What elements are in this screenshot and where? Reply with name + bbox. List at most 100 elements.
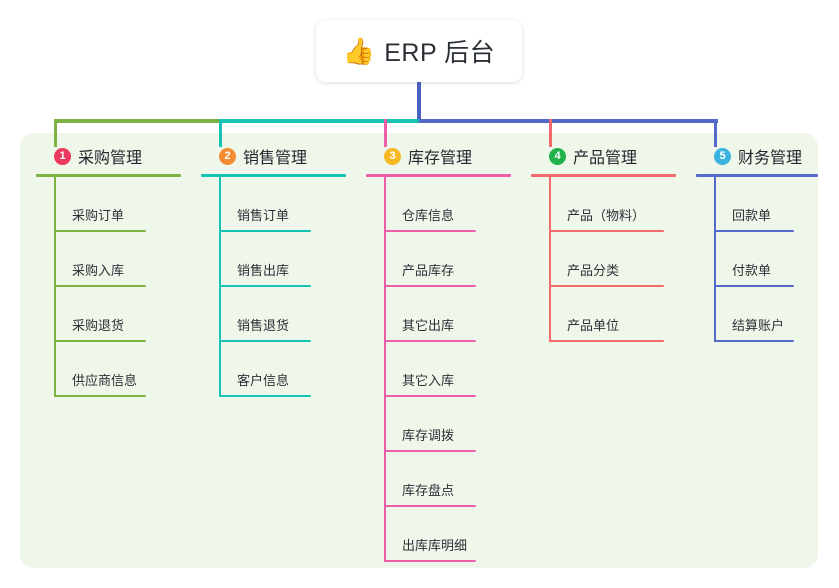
branch-item-label: 产品（物料） [567, 208, 646, 223]
branch-item[interactable]: 采购订单 [36, 177, 181, 232]
branch-item-rule [384, 340, 476, 342]
root-node-title: ERP 后台 [384, 39, 496, 67]
branch-header-rule [366, 174, 511, 177]
branch-item-label: 销售退货 [237, 318, 290, 333]
branch-title: 财务管理 [738, 150, 803, 167]
branch-header-rule [531, 174, 676, 177]
connector-spine-mid [219, 119, 419, 123]
branch-title: 库存管理 [408, 150, 473, 167]
thumbs-up-icon: 👍 [342, 36, 376, 66]
branch-item-label: 其它入库 [402, 373, 455, 388]
branch-item-rule [54, 285, 146, 287]
branch-number-badge: 5 [714, 147, 731, 165]
branch-item[interactable]: 回款单 [696, 177, 818, 232]
branch-column-4: 4 产品管理产品（物料） 产品分类产品单位 [531, 144, 676, 342]
branch-column-5: 5 财务管理回款单付款单结算账户 [696, 144, 818, 342]
branch-item[interactable]: 产品（物料） [531, 177, 676, 232]
branch-items: 仓库信息产品库存其它出库其它入库库存调拨库存盘点出库库明细 [366, 177, 511, 562]
branch-item-label: 库存盘点 [402, 483, 455, 498]
connector-drop-5 [714, 119, 717, 147]
branch-item-rule [549, 340, 664, 342]
connector-root-stem [417, 82, 421, 123]
branch-item-label: 采购入库 [72, 263, 125, 278]
branch-item-label: 产品分类 [567, 263, 620, 278]
branch-item-rule [54, 340, 146, 342]
branch-item-rule [714, 285, 794, 287]
branch-header-rule [36, 174, 181, 177]
branch-item-rule [219, 395, 311, 397]
branch-item-label: 回款单 [732, 208, 772, 223]
branch-item-rule [714, 230, 794, 232]
branch-header-1[interactable]: 1 采购管理 [36, 144, 181, 168]
branch-header-rule [201, 174, 346, 177]
branch-item[interactable]: 销售出库 [201, 232, 346, 287]
root-node[interactable]: 👍 ERP 后台 [316, 20, 522, 82]
branch-item-label: 采购订单 [72, 208, 125, 223]
branch-items: 回款单付款单结算账户 [696, 177, 818, 342]
branch-items: 销售订单销售出库销售退货客户信息 [201, 177, 346, 397]
branch-header-5[interactable]: 5 财务管理 [696, 144, 818, 168]
branch-header-rule [696, 174, 818, 177]
branch-header-4[interactable]: 4 产品管理 [531, 144, 676, 168]
branch-item[interactable]: 采购退货 [36, 287, 181, 342]
branch-items: 采购订单采购入库采购退货供应商信息 [36, 177, 181, 397]
branch-item-rule [384, 505, 476, 507]
branch-item-rule [384, 560, 476, 562]
branch-item[interactable]: 销售退货 [201, 287, 346, 342]
branch-number-badge: 2 [219, 147, 236, 165]
branch-items: 产品（物料） 产品分类产品单位 [531, 177, 676, 342]
branch-item-rule [384, 450, 476, 452]
branch-item-label: 结算账户 [732, 318, 785, 333]
branch-item[interactable]: 客户信息 [201, 342, 346, 397]
branch-item[interactable]: 产品库存 [366, 232, 511, 287]
branch-item[interactable]: 库存盘点 [366, 452, 511, 507]
branch-item[interactable]: 仓库信息 [366, 177, 511, 232]
branch-item-rule [549, 285, 664, 287]
branch-trunk-line [549, 177, 551, 342]
branch-item-label: 销售订单 [237, 208, 290, 223]
branch-item-rule [219, 285, 311, 287]
branch-number-badge: 4 [549, 147, 566, 165]
branch-item[interactable]: 库存调拨 [366, 397, 511, 452]
branch-item-rule [384, 230, 476, 232]
branch-trunk-line [714, 177, 716, 342]
branch-header-2[interactable]: 2 销售管理 [201, 144, 346, 168]
branch-column-2: 2 销售管理销售订单销售出库销售退货客户信息 [201, 144, 346, 397]
branch-item[interactable]: 付款单 [696, 232, 818, 287]
branch-item[interactable]: 采购入库 [36, 232, 181, 287]
branch-item-rule [54, 230, 146, 232]
branch-item[interactable]: 其它入库 [366, 342, 511, 397]
branch-item[interactable]: 销售订单 [201, 177, 346, 232]
branch-title: 销售管理 [243, 150, 308, 167]
branch-title: 产品管理 [573, 150, 638, 167]
branch-item-label: 客户信息 [237, 373, 290, 388]
connector-spine-left [54, 119, 219, 123]
branch-item-rule [54, 395, 146, 397]
branch-item-label: 其它出库 [402, 318, 455, 333]
branch-title: 采购管理 [78, 150, 143, 167]
branch-item-label: 仓库信息 [402, 208, 455, 223]
branch-item-rule [549, 230, 664, 232]
branch-item-rule [384, 285, 476, 287]
branch-item-label: 付款单 [732, 263, 772, 278]
branches-panel [20, 133, 818, 568]
branch-number-badge: 1 [54, 147, 71, 165]
branch-item[interactable]: 产品单位 [531, 287, 676, 342]
branch-item[interactable]: 结算账户 [696, 287, 818, 342]
branch-trunk-line [384, 177, 386, 562]
branch-item[interactable]: 产品分类 [531, 232, 676, 287]
branch-item[interactable]: 其它出库 [366, 287, 511, 342]
branch-item[interactable]: 供应商信息 [36, 342, 181, 397]
branch-item-label: 供应商信息 [72, 373, 138, 388]
branch-item-rule [219, 230, 311, 232]
branch-item-label: 产品单位 [567, 318, 620, 333]
connector-drop-3 [384, 119, 387, 147]
branch-item-label: 采购退货 [72, 318, 125, 333]
branch-item[interactable]: 出库库明细 [366, 507, 511, 562]
branch-item-rule [219, 340, 311, 342]
branch-item-label: 销售出库 [237, 263, 290, 278]
connector-spine-right [419, 119, 718, 123]
